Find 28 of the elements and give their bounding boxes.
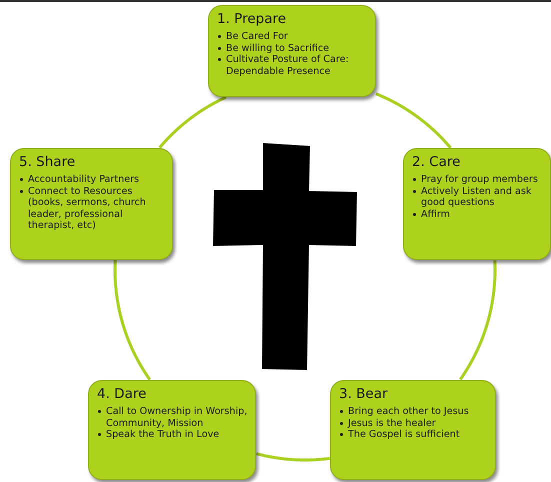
step-heading: 4. Dare bbox=[97, 386, 148, 403]
connector-arc bbox=[255, 452, 331, 462]
connector-arc bbox=[114, 259, 152, 381]
bullet-text: Jesus is the healer bbox=[348, 418, 437, 429]
step-heading: 1. Prepare bbox=[217, 11, 288, 28]
bullet-text: Actively Listen and ask good questions bbox=[421, 186, 532, 208]
step-box bbox=[10, 148, 173, 260]
bullet-text: Cultivate Posture of Care: Dependable Presence bbox=[226, 54, 350, 77]
bullet-text: Be Cared For bbox=[226, 31, 289, 42]
step-box bbox=[88, 380, 256, 480]
connector-arc bbox=[158, 96, 227, 149]
bullet-text: Connect to Resources (books, sermons, church leader, professional therapist, etc) bbox=[28, 186, 147, 232]
step-box bbox=[330, 380, 496, 480]
step-box bbox=[403, 148, 551, 260]
step-heading: 3. Bear bbox=[339, 386, 389, 403]
bullet-text: The Gospel is sufficient bbox=[348, 429, 461, 440]
bullet-text: Be willing to Sacrifice bbox=[226, 42, 330, 54]
bullet-text: Affirm bbox=[421, 208, 451, 220]
connector-arc bbox=[459, 260, 496, 380]
connector-arc bbox=[375, 92, 452, 149]
bullet-text: Call to Ownership in Worship, Community, Mission bbox=[106, 406, 248, 429]
step-heading: 2. Care bbox=[412, 154, 462, 171]
step-box bbox=[208, 5, 376, 97]
bullet-text: Bring each other to Jesus bbox=[348, 406, 470, 418]
bullet-text: Speak the Truth in Love bbox=[106, 429, 220, 440]
bullet-text: Pray for group members bbox=[421, 174, 539, 186]
step-heading: 5. Share bbox=[19, 154, 76, 171]
bullet-text: Accountability Partners bbox=[28, 174, 140, 186]
